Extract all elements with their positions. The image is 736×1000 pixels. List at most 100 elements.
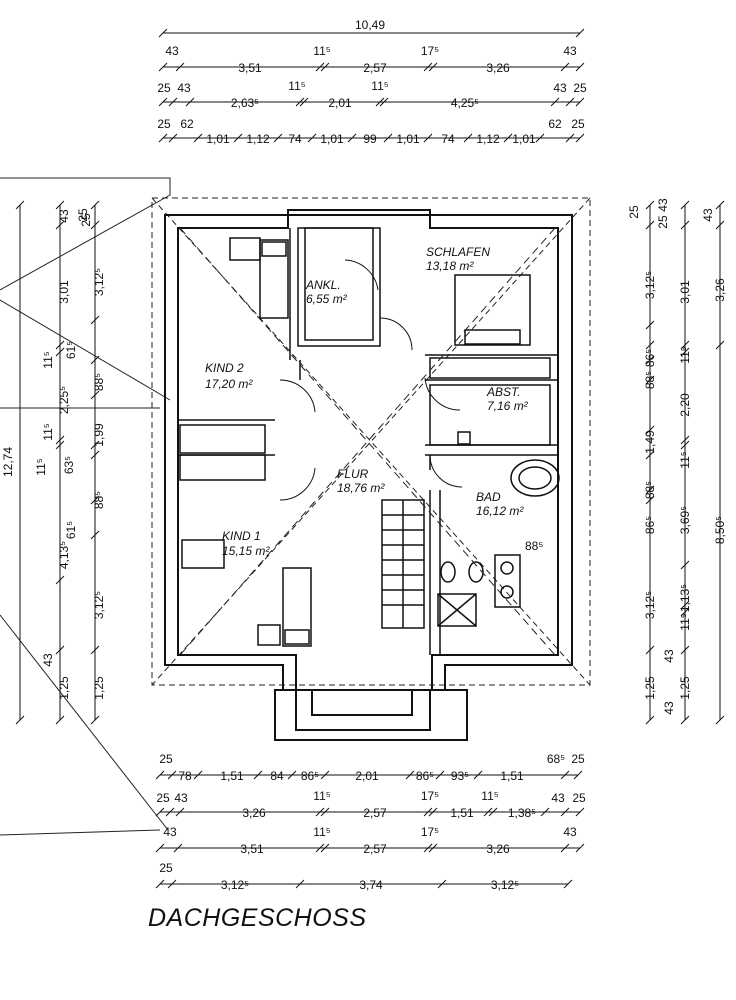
- dim-label: 78: [178, 769, 192, 783]
- dim-label: 3,12⁵: [92, 591, 106, 619]
- dim-tick: [503, 133, 513, 143]
- dim-tick: [90, 645, 100, 655]
- dim-tick: [680, 600, 690, 610]
- dim-label: 2,01: [328, 96, 352, 110]
- dim-tick: [173, 843, 183, 853]
- dim-tick: [680, 435, 690, 445]
- dim-tick: [680, 340, 690, 350]
- dim-label: 86⁵: [643, 349, 657, 367]
- dim-tick: [715, 340, 725, 350]
- dim-label: 11⁵: [678, 613, 692, 630]
- dim-tick: [575, 133, 585, 143]
- dim-tick: [560, 843, 570, 853]
- dim-label: 43: [177, 81, 191, 95]
- dim-label: 3,51: [240, 842, 264, 856]
- dim-tick: [563, 879, 573, 889]
- dim-tick: [565, 133, 575, 143]
- dim-tick: [645, 320, 655, 330]
- dim-tick: [680, 560, 690, 570]
- dim-tick: [560, 62, 570, 72]
- dim-tick: [560, 807, 570, 817]
- dim-tick: [423, 62, 433, 72]
- dim-tick: [379, 97, 389, 107]
- dim-label: 1,99: [92, 423, 106, 447]
- dim-label: 11⁵: [41, 351, 55, 368]
- dim-tick: [175, 807, 185, 817]
- dim-tick: [320, 807, 330, 817]
- dim-label: 2,25⁵: [57, 386, 71, 414]
- dim-tick: [155, 807, 165, 817]
- dim-label: 1,01: [206, 132, 230, 146]
- dim-tick: [90, 440, 100, 450]
- dim-tick: [158, 133, 168, 143]
- dim-tick: [423, 807, 433, 817]
- dim-label: 11⁵: [371, 79, 388, 93]
- dim-label: 1,51: [220, 769, 244, 783]
- dim-tick: [320, 843, 330, 853]
- room-flur-name: FLUR: [337, 467, 369, 481]
- outer-walls: [164, 209, 573, 741]
- room-abst-name: ABST.: [486, 385, 521, 399]
- dim-tick: [645, 485, 655, 495]
- dim-tick: [90, 315, 100, 325]
- dim-tick: [55, 435, 65, 445]
- dim-tick: [680, 200, 690, 210]
- dim-tick: [90, 530, 100, 540]
- dim-label: 62: [180, 117, 194, 131]
- dim-tick: [90, 390, 100, 400]
- room-kind1-area: 15,15 m²: [222, 544, 270, 558]
- dim-tick: [55, 220, 65, 230]
- drawing-title: DACHGESCHOSS: [148, 904, 367, 932]
- dim-label: 11⁵: [34, 458, 48, 475]
- room-schlafen-name: SCHLAFEN: [426, 245, 490, 259]
- dim-label: 8,50⁵: [713, 516, 727, 544]
- dim-tick: [165, 807, 175, 817]
- dim-label: 3,12⁵: [92, 268, 106, 296]
- dim-label: 25: [627, 205, 641, 219]
- dim-label: 25: [572, 791, 586, 805]
- dim-label: 88⁵: [92, 373, 106, 391]
- room-labels: SCHLAFEN 13,18 m² ANKL. 6,55 m² KIND 2 1…: [205, 245, 543, 558]
- dim-label: 86⁵: [416, 769, 434, 783]
- dim-label: 2,57: [363, 806, 387, 820]
- dim-label: 3,26: [242, 806, 266, 820]
- dim-label: 25: [157, 81, 171, 95]
- dim-label: 86⁵: [643, 516, 657, 534]
- dim-label: 74: [441, 132, 455, 146]
- dim-label: 11⁵: [313, 44, 330, 58]
- dim-tick: [253, 770, 263, 780]
- dim-label: 3,51: [238, 61, 262, 75]
- dim-tick: [423, 133, 433, 143]
- dim-tick: [295, 879, 305, 889]
- dim-label: 1,12: [246, 132, 270, 146]
- dim-label: 3,12⁵: [643, 591, 657, 619]
- dim-label: 1,25: [678, 676, 692, 700]
- dim-tick: [375, 97, 385, 107]
- dim-tick: [565, 97, 575, 107]
- dim-tick: [167, 879, 177, 889]
- dim-label: 61⁵: [64, 521, 78, 539]
- dim-label: 2,20: [678, 393, 692, 417]
- dim-label: 11⁵: [678, 451, 692, 468]
- dim-tick: [55, 347, 65, 357]
- dim-tick: [320, 62, 330, 72]
- dim-tick: [168, 133, 178, 143]
- dim-label: 4,25⁵: [451, 96, 479, 110]
- dim-label: 25: [79, 213, 93, 227]
- dim-label: 1,12: [476, 132, 500, 146]
- dim-label: 1,25: [92, 676, 106, 700]
- dim-label: 43: [701, 208, 715, 222]
- dim-label: 12,74: [1, 447, 15, 477]
- doors: [279, 259, 463, 501]
- dim-label: 43: [662, 701, 676, 715]
- dim-tick: [158, 62, 168, 72]
- dim-tick: [575, 97, 585, 107]
- dim-label: 25: [156, 791, 170, 805]
- dim-label: 43: [553, 81, 567, 95]
- dim-label: 43: [551, 791, 565, 805]
- dim-tick: [55, 340, 65, 350]
- dim-tick: [55, 440, 65, 450]
- dim-tick: [320, 770, 330, 780]
